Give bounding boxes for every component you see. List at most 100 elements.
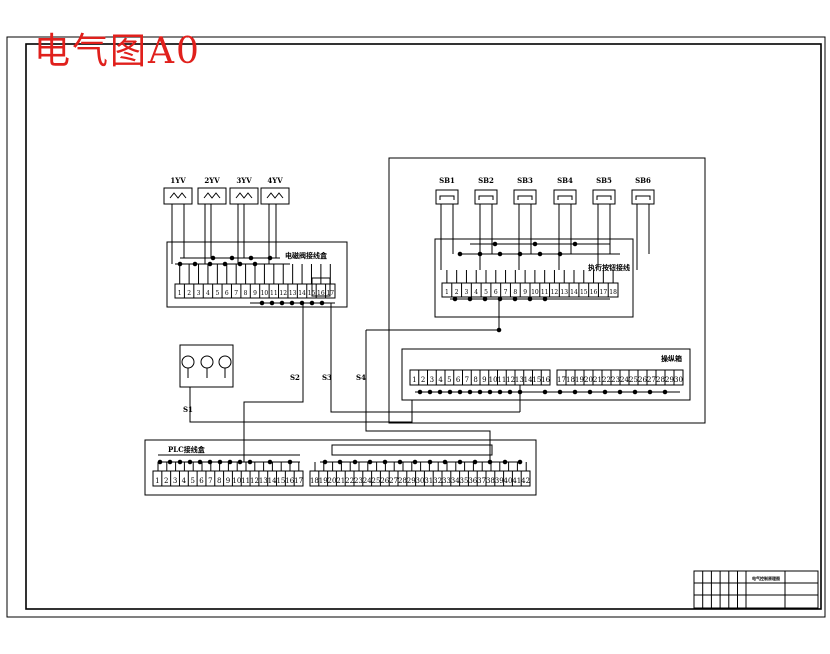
junction-dot — [309, 300, 315, 306]
terminal-label: 6 — [199, 477, 204, 485]
terminal-label: 3 — [173, 477, 177, 485]
junction-dot — [267, 255, 273, 261]
junction-dot — [442, 459, 448, 465]
valve-terminal-label: 电磁阀接线盒 — [285, 251, 328, 260]
junction-dot — [632, 389, 638, 395]
bridge-wire — [311, 277, 331, 297]
terminal-label: 18 — [566, 376, 575, 384]
button-symbol-box — [631, 189, 655, 205]
junction-dot — [269, 300, 275, 306]
button-label: SB3 — [517, 176, 533, 185]
terminal-label: 13 — [515, 376, 524, 384]
terminal-label: 11 — [241, 477, 250, 485]
terminal-label: 15 — [532, 376, 541, 384]
terminal-label: 29 — [665, 376, 674, 384]
terminal-label: 16 — [317, 290, 325, 297]
junction-dot — [557, 389, 563, 395]
terminal-label: 26 — [380, 477, 389, 485]
junction-dot — [502, 459, 508, 465]
cable-s3 — [330, 303, 520, 413]
valve-coil-box — [229, 187, 259, 205]
terminal-label: 6 — [494, 289, 498, 296]
terminal-label: 9 — [253, 290, 257, 297]
terminal-label: 32 — [433, 477, 442, 485]
junction-dot — [497, 389, 503, 395]
valve-terminal-box — [166, 241, 348, 308]
junction-dot — [457, 459, 463, 465]
cable-label-s4: S4 — [356, 373, 366, 382]
junction-dot — [177, 261, 183, 267]
terminal-label: 24 — [620, 376, 629, 384]
terminal-label: 14 — [298, 290, 306, 297]
contact-symbol — [478, 195, 494, 200]
terminal-label: 13 — [259, 477, 268, 485]
junction-dot — [532, 241, 538, 247]
terminal-label: 18 — [609, 289, 617, 296]
junction-dot — [517, 251, 523, 257]
terminal-label: 37 — [477, 477, 486, 485]
terminal-label: 41 — [512, 477, 521, 485]
junction-dot — [319, 300, 325, 306]
junction-dot — [482, 296, 488, 302]
terminal-label: 8 — [217, 477, 221, 485]
terminal-label: 6 — [456, 376, 461, 384]
terminal-label: 4 — [438, 376, 443, 384]
junction-dot — [617, 389, 623, 395]
terminal-label: 5 — [484, 289, 488, 296]
junction-dot — [457, 251, 463, 257]
junction-dot — [427, 459, 433, 465]
bridge-wire — [331, 444, 493, 456]
terminal-label: 5 — [215, 290, 219, 297]
junction-dot — [289, 300, 295, 306]
button-terminal-label: 执行按钮接线 — [588, 263, 630, 272]
terminal-label: 1 — [412, 376, 416, 384]
junction-dot — [417, 389, 423, 395]
junction-dot — [259, 300, 265, 306]
junction-dot — [222, 261, 228, 267]
terminal-label: 2 — [421, 376, 425, 384]
terminal-label: 42 — [521, 477, 530, 485]
terminal-label: 14 — [524, 376, 533, 384]
terminal-label: 1 — [445, 289, 449, 296]
junction-dot — [427, 389, 433, 395]
cable-label-s2: S2 — [290, 373, 300, 382]
junction-dot — [647, 389, 653, 395]
contact-symbol — [439, 195, 455, 200]
junction-dot — [477, 251, 483, 257]
junction-dot — [587, 389, 593, 395]
terminal-label: 36 — [468, 477, 477, 485]
terminal-label: 10 — [531, 289, 539, 296]
junction-dot — [487, 389, 493, 395]
terminal-label: 17 — [600, 289, 608, 296]
button-symbol-box — [592, 189, 616, 205]
sheet-border — [6, 36, 826, 618]
junction-dot — [507, 389, 513, 395]
socket-pin — [218, 355, 232, 369]
terminal-label: 7 — [504, 289, 508, 296]
terminal-label: 1 — [178, 290, 182, 297]
terminal-label: 3 — [430, 376, 434, 384]
junction-dot — [537, 251, 543, 257]
terminal-label: 38 — [486, 477, 495, 485]
contact-symbol — [557, 195, 573, 200]
button-symbol-box — [474, 189, 498, 205]
cable-s2 — [243, 303, 304, 462]
terminal-label: 2 — [164, 477, 168, 485]
terminal-label: 3 — [197, 290, 201, 297]
junction-dot — [457, 389, 463, 395]
terminal-label: 7 — [208, 477, 212, 485]
drawing-frame — [25, 43, 822, 610]
terminal-label: 39 — [495, 477, 504, 485]
socket-pin — [181, 355, 195, 369]
terminal-label: 33 — [442, 477, 451, 485]
terminal-label: 12 — [250, 477, 259, 485]
terminal-label: 11 — [497, 376, 506, 384]
socket-pin — [200, 355, 214, 369]
junction-dot — [437, 389, 443, 395]
contact-symbol — [635, 195, 651, 200]
junction-dot — [572, 241, 578, 247]
valve-label: 3YV — [236, 176, 252, 185]
terminal-label: 15 — [276, 477, 285, 485]
